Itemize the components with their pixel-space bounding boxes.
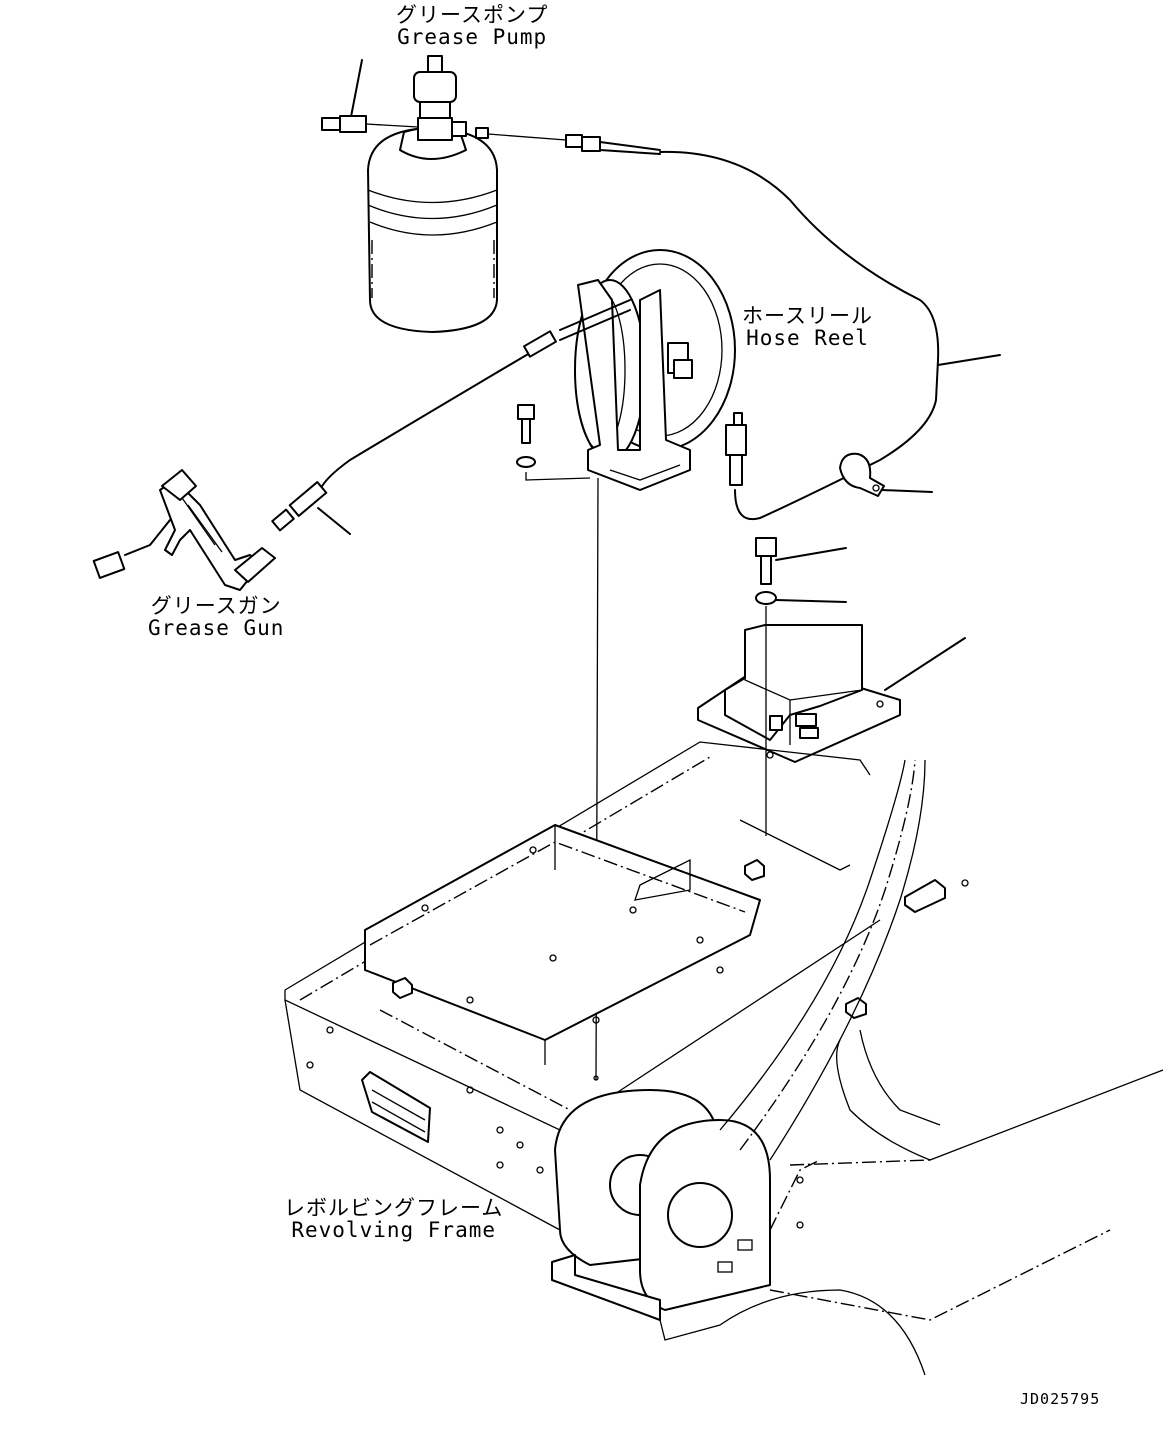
label-revolving-frame-en: Revolving Frame [291,1218,497,1242]
hose-reel-drawing [559,249,736,491]
label-hose-reel-jp: ホースリール [742,304,873,328]
label-grease-gun: グリースガン Grease Gun [148,595,284,639]
hose-clamp [839,452,933,497]
label-grease-gun-jp: グリースガン [150,594,282,618]
gun-hose [319,339,553,491]
label-hose-reel-en: Hose Reel [746,326,869,350]
label-grease-pump-jp: グリースポンプ [396,3,549,27]
supply-hose [659,150,940,521]
reel-bolt [516,404,591,481]
label-hose-reel: ホースリール Hose Reel [742,305,873,349]
label-revolving-frame: レボルビングフレーム Revolving Frame [284,1197,503,1241]
grease-gun-drawing [92,469,276,591]
drawing-code: JD025795 [1020,1390,1101,1408]
label-grease-pump: グリースポンプ Grease Pump [396,4,548,48]
revolving-frame-drawing [284,741,1163,1376]
gun-hose-fitting [271,330,557,535]
grease-pump-drawing [321,55,661,333]
label-grease-gun-en: Grease Gun [148,616,285,640]
label-revolving-frame-jp: レボルビングフレーム [284,1196,504,1220]
hose-fitting [725,412,747,486]
mounting-bracket [697,537,966,763]
label-grease-pump-en: Grease Pump [397,25,548,49]
